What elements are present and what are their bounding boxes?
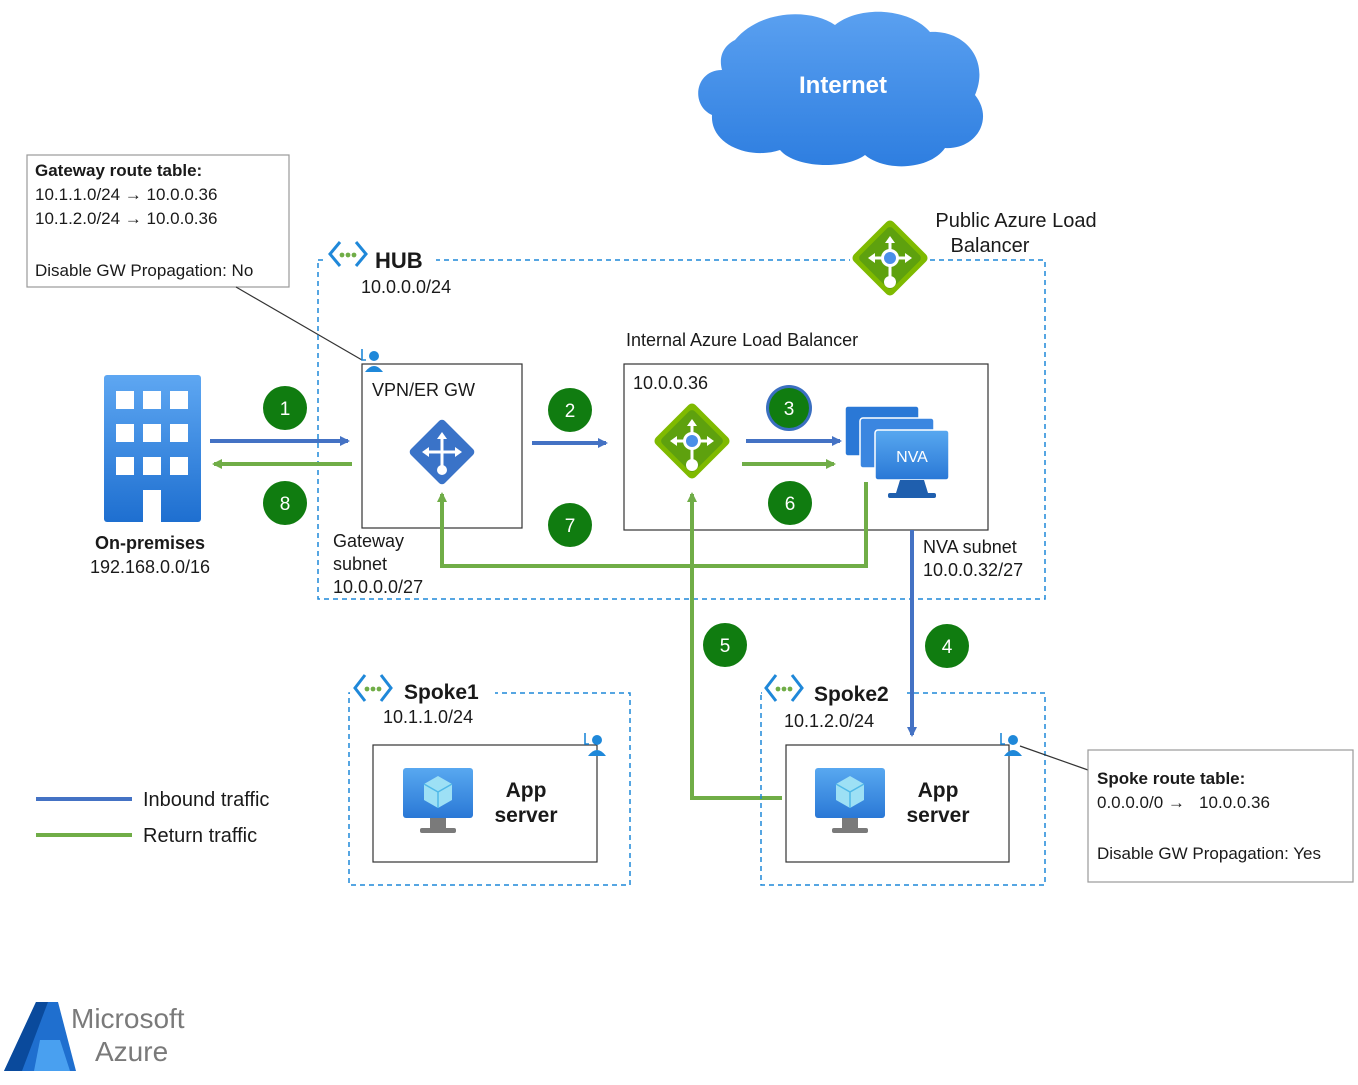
step-badge-5: 5 <box>703 623 747 667</box>
return-arrow-5 <box>687 492 782 800</box>
route-table-user-icon-spoke1 <box>584 733 606 756</box>
return-arrow-7 <box>437 482 868 568</box>
spoke1-app-label-line1: App <box>506 779 547 802</box>
svg-text:7: 7 <box>565 516 576 537</box>
step-badge-1: 1 <box>263 386 307 430</box>
nva-subnet-cidr: 10.0.0.32/27 <box>923 560 1023 580</box>
gateway-route-table: Gateway route table: 10.1.1.0/24 → 10.0.… <box>26 154 290 288</box>
step-badge-7: 7 <box>548 503 592 547</box>
spoke-route: 0.0.0.0/0 → 10.0.0.36 <box>1097 793 1270 812</box>
gateway-subnet-label-line2: subnet <box>333 554 387 574</box>
spoke2-vnet-boundary <box>760 692 1046 886</box>
step-badge-4: 4 <box>925 624 969 668</box>
spoke2-name: Spoke2 <box>814 683 889 706</box>
svg-text:2: 2 <box>565 401 576 422</box>
vpn-gateway-label: VPN/ER GW <box>372 380 475 400</box>
internet-cloud-icon <box>698 11 984 167</box>
spoke2-cidr: 10.1.2.0/24 <box>784 711 874 731</box>
route-table-user-icon-hub <box>361 349 383 372</box>
spoke-propagation: Disable GW Propagation: Yes <box>1097 844 1321 863</box>
hub-vnet-icon <box>328 241 368 267</box>
spoke2-vm-icon <box>815 768 885 833</box>
spoke2-app-label-line1: App <box>918 779 959 802</box>
hub-name: HUB <box>375 248 423 273</box>
brand-line2: Azure <box>95 1036 168 1067</box>
on-premises-cidr: 192.168.0.0/16 <box>90 557 210 577</box>
gateway-subnet-cidr: 10.0.0.0/27 <box>333 577 423 597</box>
internal-load-balancer-icon <box>654 403 730 479</box>
gateway-route-2: 10.1.2.0/24 → 10.0.0.36 <box>35 209 217 228</box>
on-premises-name: On-premises <box>95 533 205 553</box>
nva-label: NVA <box>896 449 928 466</box>
legend-return-label: Return traffic <box>143 825 257 847</box>
azure-logo-icon <box>4 1002 76 1071</box>
gateway-route-table-connector <box>235 286 363 361</box>
spoke-route-table: Spoke route table: 0.0.0.0/0 → 10.0.0.36… <box>1087 749 1354 883</box>
step-badge-3: 3 <box>766 385 812 431</box>
spoke2-vnet-icon <box>764 674 804 702</box>
svg-text:1: 1 <box>280 399 291 420</box>
svg-text:6: 6 <box>785 494 796 515</box>
gateway-propagation: Disable GW Propagation: No <box>35 261 253 280</box>
step-badge-8: 8 <box>263 481 307 525</box>
public-load-balancer-icon <box>852 220 928 296</box>
svg-text:4: 4 <box>942 637 953 658</box>
gateway-subnet-label-line1: Gateway <box>333 531 404 551</box>
hub-vnet-boundary <box>317 259 1046 600</box>
gateway-route-1: 10.1.1.0/24 → 10.0.0.36 <box>35 185 217 204</box>
internal-lb-ip: 10.0.0.36 <box>633 373 708 393</box>
public-lb-label-line2: Balancer <box>951 235 1030 257</box>
gateway-route-table-title: Gateway route table: <box>35 161 202 180</box>
internal-lb-label: Internal Azure Load Balancer <box>626 330 858 350</box>
legend: Inbound traffic Return traffic <box>36 789 269 847</box>
internet-label: Internet <box>799 72 887 99</box>
nva-subnet-label: NVA subnet <box>923 537 1017 557</box>
on-premises-building-icon <box>104 375 201 522</box>
step-badge-6: 6 <box>768 481 812 525</box>
public-lb-label-line1: Public Azure Load <box>935 210 1096 232</box>
spoke2-app-label-line2: server <box>906 804 969 827</box>
spoke-route-table-connector <box>1019 745 1089 771</box>
svg-text:5: 5 <box>720 636 731 657</box>
step-badge-2: 2 <box>548 388 592 432</box>
vpn-gateway-icon <box>409 419 475 485</box>
spoke-route-table-title: Spoke route table: <box>1097 769 1245 788</box>
brand-line1: Microsoft <box>71 1003 185 1034</box>
nva-icon <box>844 405 950 498</box>
svg-text:3: 3 <box>784 399 795 420</box>
legend-inbound-label: Inbound traffic <box>143 789 269 811</box>
spoke1-vnet-icon <box>353 674 393 702</box>
svg-text:8: 8 <box>280 494 291 515</box>
spoke1-app-label-line2: server <box>494 804 557 827</box>
spoke1-vnet-boundary <box>348 692 631 886</box>
route-table-user-icon-spoke2 <box>1000 733 1022 756</box>
spoke1-name: Spoke1 <box>404 681 479 704</box>
hub-cidr: 10.0.0.0/24 <box>361 277 451 297</box>
spoke1-vm-icon <box>403 768 473 833</box>
spoke1-cidr: 10.1.1.0/24 <box>383 707 473 727</box>
